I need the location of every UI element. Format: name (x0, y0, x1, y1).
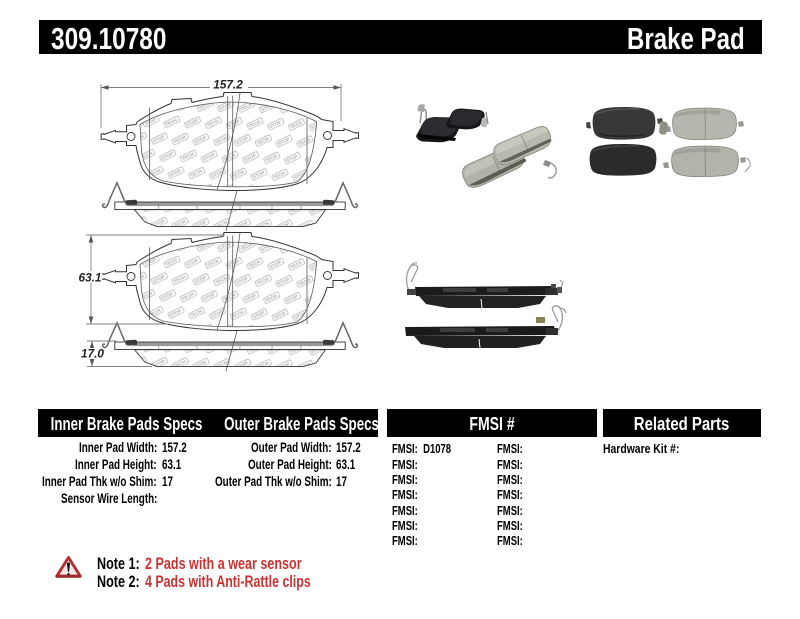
svg-text:157.2: 157.2 (213, 78, 243, 92)
svg-text:63.1: 63.1 (79, 271, 102, 285)
svg-text:17.0: 17.0 (81, 347, 104, 361)
